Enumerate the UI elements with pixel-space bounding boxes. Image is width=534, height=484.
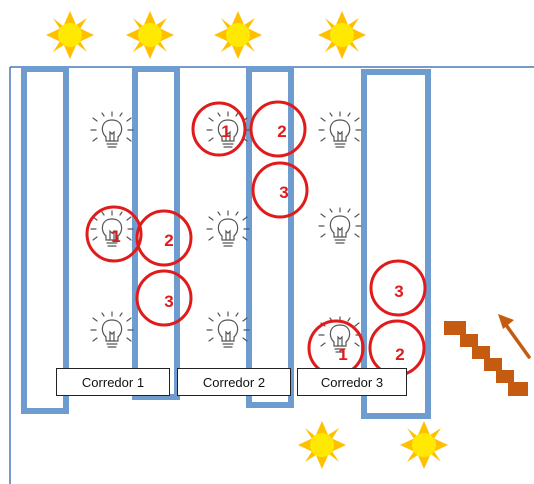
light-bulb-icon [206, 210, 250, 247]
marker-number: 3 [394, 282, 403, 301]
marker-number: 3 [279, 183, 288, 202]
marker-circle [135, 269, 193, 327]
marker-circle [135, 209, 193, 267]
marker-circle [307, 319, 365, 377]
light-bulb-icon [318, 111, 362, 148]
sun-icon [400, 421, 448, 469]
light-bulb-icon [90, 311, 134, 348]
corridor-label-1: Corredor 1 [56, 368, 170, 396]
marker-circle [191, 101, 247, 157]
marker-number: 1 [111, 227, 120, 246]
stairs-icon [444, 321, 528, 396]
marker-circle [249, 100, 307, 158]
marker-number: 2 [395, 345, 404, 364]
marker-number: 1 [338, 345, 347, 364]
light-bulb-icon [318, 207, 362, 244]
sun-icon [214, 11, 262, 59]
marker-number: 3 [164, 292, 173, 311]
light-bulb-icon [90, 111, 134, 148]
sun-icon [46, 11, 94, 59]
marker-circle [251, 161, 309, 219]
sun-icon [318, 11, 366, 59]
corridor-label-2: Corredor 2 [177, 368, 291, 396]
marker-circle [85, 205, 143, 263]
arrow-up-right-icon [498, 314, 531, 359]
sun-icon [126, 11, 174, 59]
sun-icon [298, 421, 346, 469]
marker-number: 2 [164, 231, 173, 250]
light-bulb-icon [206, 311, 250, 348]
shelf [361, 69, 431, 419]
corridor-label-3: Corredor 3 [297, 368, 407, 396]
shelf [246, 66, 294, 408]
marker-number: 1 [221, 122, 230, 141]
shelf [21, 66, 69, 414]
marker-circle [369, 259, 427, 317]
marker-number: 2 [277, 122, 286, 141]
